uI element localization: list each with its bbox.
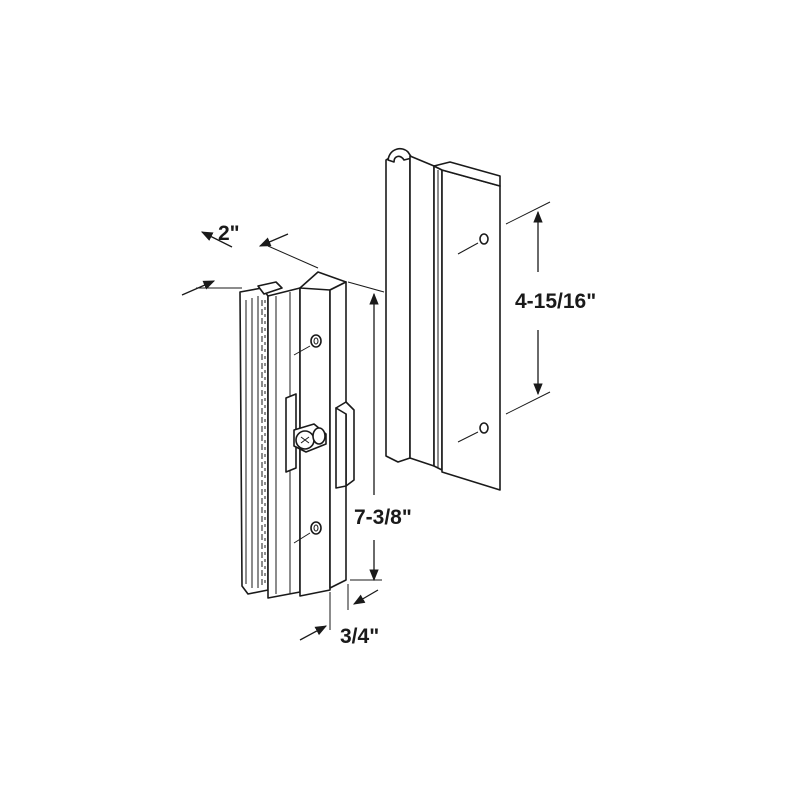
screw-hole-icon: [310, 334, 322, 348]
screw-hole-icon: [479, 422, 489, 434]
dimension-hole-spacing: 4-15/16": [505, 201, 596, 415]
handle-part: [239, 271, 355, 599]
depth-label: 2": [218, 222, 240, 245]
thickness-label: 3/4": [340, 625, 379, 648]
dimension-height: 7-3/8": [347, 281, 412, 582]
screw-hole-icon: [310, 521, 322, 535]
pull-plate-part: [385, 147, 501, 491]
screw-hole-icon: [479, 233, 489, 245]
hole-spacing-label: 4-15/16": [515, 290, 596, 313]
dimension-thickness: 3/4": [299, 584, 379, 648]
dimension-depth: 2": [181, 222, 319, 296]
height-label: 7-3/8": [354, 506, 412, 529]
